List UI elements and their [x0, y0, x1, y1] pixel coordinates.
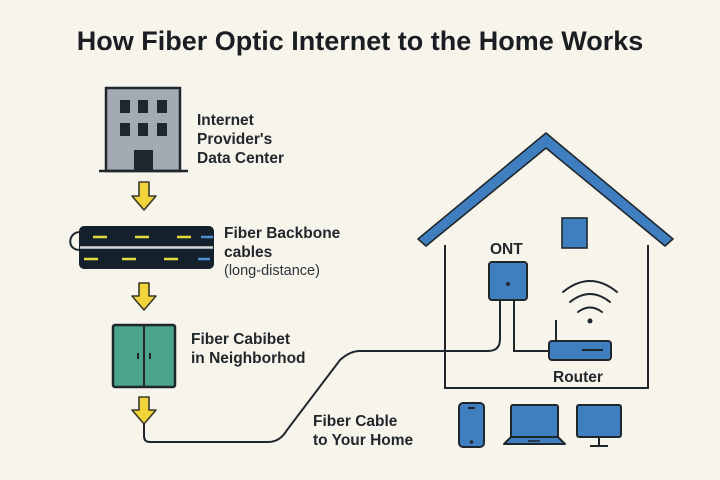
laptop-icon: [503, 404, 566, 445]
ont-router-cable: [513, 300, 550, 352]
fiber-cable-label: Fiber Cable to Your Home: [313, 412, 413, 450]
fiber-cable-line: [143, 300, 501, 443]
house-icon: [417, 132, 674, 389]
building-icon: [99, 86, 188, 173]
down-arrow-icon: [131, 282, 157, 311]
label-line: Fiber Cabibet: [191, 331, 291, 348]
label-line: Fiber Cable: [313, 413, 398, 430]
window-icon: [561, 217, 588, 249]
ont-device-icon: [488, 261, 528, 301]
label-line: Data Center: [197, 150, 284, 167]
fiber-backbone-cable-icon: [69, 226, 214, 269]
label-line: in Neighborhod: [191, 350, 306, 367]
smartphone-icon: [458, 402, 485, 448]
ont-label: ONT: [490, 241, 523, 258]
down-arrow-icon: [131, 181, 157, 211]
monitor-icon: [576, 404, 622, 447]
router-label: Router: [553, 369, 603, 386]
cabinet-label: Fiber Cabibet in Neighborhod: [191, 330, 306, 368]
label-line: cables: [224, 244, 273, 261]
data-center-label: Internet Provider's Data Center: [197, 111, 284, 168]
fiber-cabinet-icon: [111, 323, 177, 389]
router-icon: [548, 320, 612, 361]
label-line: Fiber Backbone: [224, 225, 341, 242]
down-arrow-icon: [131, 396, 157, 425]
wifi-icon: [562, 280, 618, 324]
backbone-label: Fiber Backbone cables (long-distance): [224, 224, 340, 281]
label-line: to Your Home: [313, 432, 414, 449]
label-line: Provider's: [197, 131, 273, 148]
diagram-title: How Fiber Optic Internet to the Home Wor…: [76, 26, 644, 56]
label-subtext: (long-distance): [224, 263, 320, 279]
label-line: Internet: [197, 112, 254, 129]
